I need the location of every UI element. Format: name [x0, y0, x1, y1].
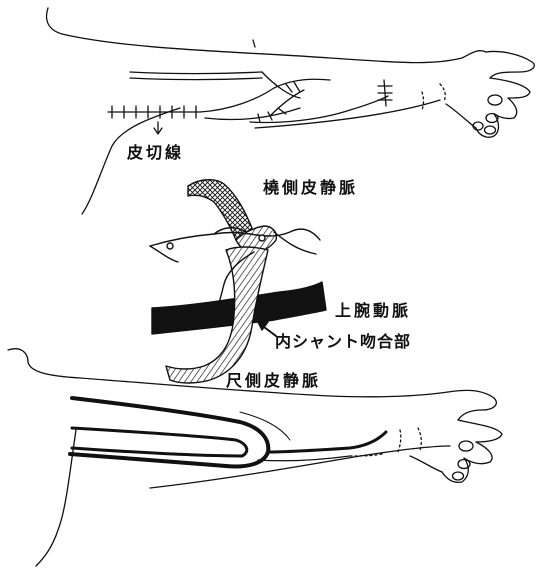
skin-incision-label: 皮切線 — [127, 145, 184, 161]
internal-shunt-anastomosis-label: 内シャント吻合部 — [275, 334, 411, 350]
brachial-artery-label: 上腕動脈 — [335, 303, 411, 319]
anastomosis-detail-drawing — [150, 180, 326, 383]
basilic-vein-label: 尺側皮静脈 — [226, 373, 321, 389]
cephalic-vein-label: 橈側皮静脈 — [263, 180, 358, 196]
